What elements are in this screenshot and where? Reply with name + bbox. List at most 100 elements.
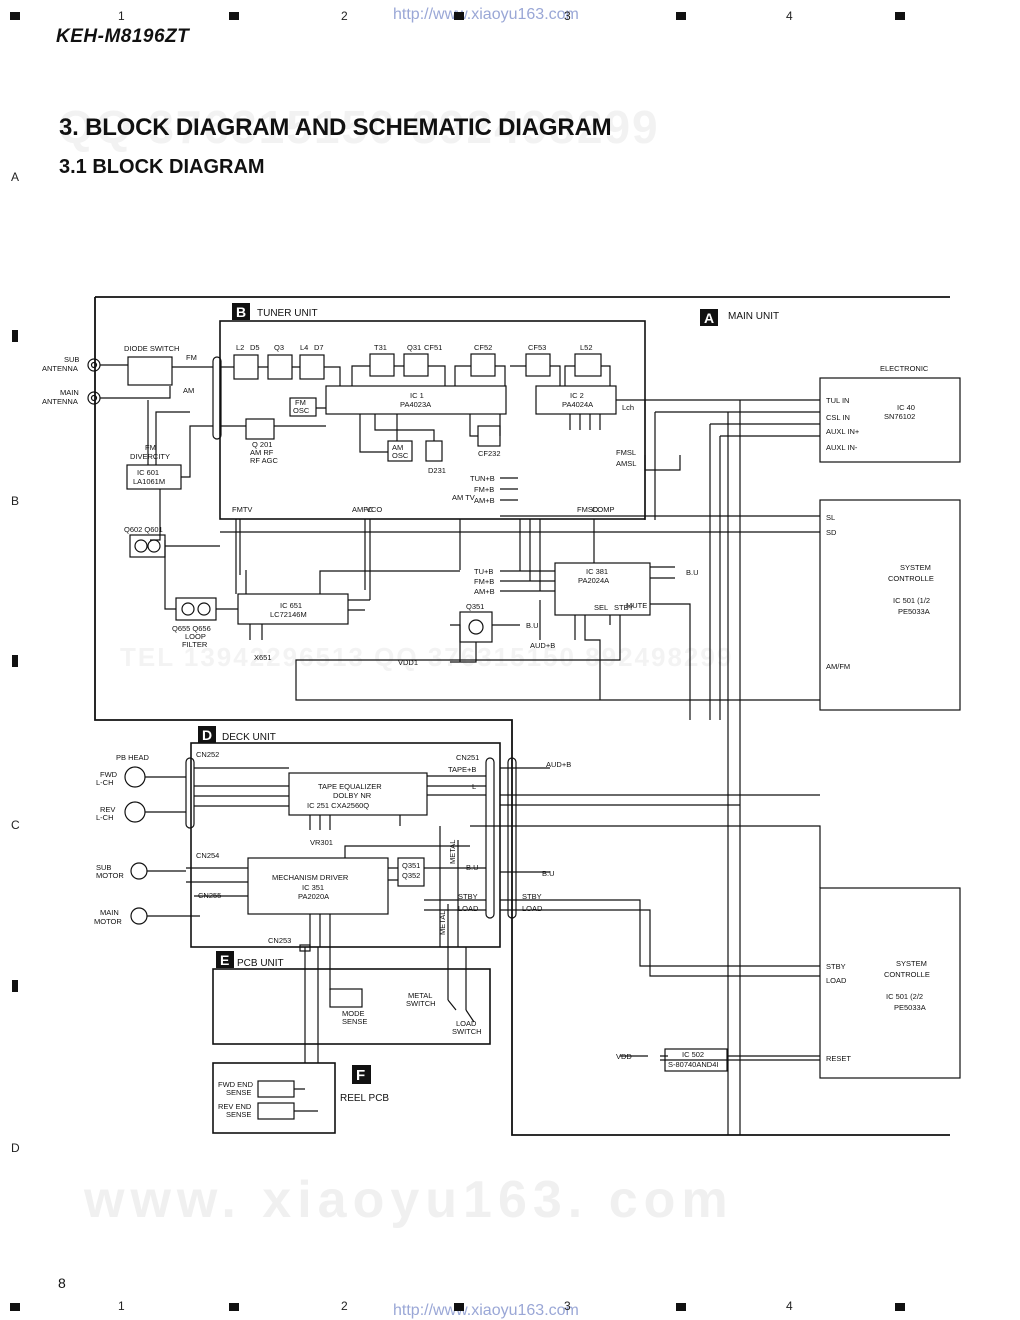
cn255-label: CN255 [198,891,221,900]
sub-motor-label-1: SUB [96,863,111,872]
fmtv-signal: FMTV [232,505,252,514]
deck-unit-box [190,742,501,948]
d231-label: D231 [428,466,446,475]
tuner-unit-label: TUNER UNIT [257,308,318,319]
aud-b-signal-tuner: AUD+B [530,641,555,650]
comp-signal: COMP [592,505,615,514]
sys-ctrl-2-line-1: SYSTEM [896,959,927,968]
l4-label: L4 [300,343,308,352]
ruler-mark [229,1303,239,1311]
mech-driver-label-2: IC 351 [302,883,324,892]
col-number-3-bottom: 3 [564,1299,571,1313]
tape-eq-label-2: DOLBY NR [333,791,372,800]
sys-ctrl-1-line-2: CONTROLLE [888,574,934,583]
csl-in-signal: CSL IN [826,413,850,422]
metal-switch-label-1: METAL [408,991,432,1000]
amfm-signal: AM/FM [826,662,850,671]
metal-signal-deck: METAL [448,840,457,864]
mode-sense-label-2: SENSE [342,1017,367,1026]
ic651-label-1: IC 651 [280,601,302,610]
load-signal-deck: LOAD [458,904,479,913]
tuner-unit-letter: B [236,304,246,320]
pcb-unit-box [212,968,491,1045]
fm-b2-signal: FM+B [474,577,494,586]
metal-signal-pcb: METAL [438,911,447,935]
sub-antenna-jack [87,358,101,372]
l52-label: L52 [580,343,593,352]
load-signal-main: LOAD [826,976,847,985]
model-name: KEH-M8196ZT [56,26,190,47]
l2-label: L2 [236,343,244,352]
stby-signal-main-line: STBY [522,892,542,901]
ic40-label-2: SN76102 [884,412,915,421]
sys-ctrl-1-line-3: IC 501 (1/2 [893,596,930,605]
tape-eq-box [288,772,428,816]
fwd-label-2: L-CH [96,778,114,787]
q351-deck-label-2: Q352 [402,871,420,880]
pcb-unit-label: PCB UNIT [237,958,284,969]
row-letter-c: C [11,818,20,832]
fwd-end-label-1: FWD END [218,1080,254,1089]
fm-signal: FM [186,353,197,362]
vdd1-label: VDD1 [398,658,418,667]
amsl-signal: AMSL [616,459,636,468]
q351-tuner-box [459,611,493,643]
pcb-unit-letter: E [220,952,229,968]
lch-signal: Lch [622,403,634,412]
vr301-label: VR301 [310,838,333,847]
ic2-label-1: IC 2 [570,391,584,400]
ic651-label-2: LC72146M [270,610,307,619]
vdd-label: VDD [616,1052,632,1061]
cf51-label: CF51 [424,343,442,352]
col-number-1-bottom: 1 [118,1299,125,1313]
mute-signal: MUTE [626,601,647,610]
d5-label: D5 [250,343,260,352]
diode-switch-box [127,356,173,386]
q655-label-3: FILTER [182,640,208,649]
mode-sense-label-1: MODE [342,1009,365,1018]
ic1-label-2: PA4023A [400,400,431,409]
col-number-2-bottom: 2 [341,1299,348,1313]
fm-diversity-2: DIVERCITY [130,452,170,461]
page-title: 3. BLOCK DIAGRAM AND SCHEMATIC DIAGRAM [59,114,612,141]
fm-diversity-1: FM [145,443,156,452]
cf53-label: CF53 [528,343,546,352]
col-number-3: 3 [564,9,571,23]
sys-ctrl-1-line-4: PE5033A [898,607,930,616]
main-unit-letter: A [704,310,714,326]
sub-antenna-label-1: SUB [64,355,79,364]
cf52-label: CF52 [474,343,492,352]
q351-tuner-label: Q351 [466,602,484,611]
ic1-box [325,385,507,415]
cn253-label: CN253 [268,936,291,945]
tul-in-signal: TUL IN [826,396,849,405]
reel-pcb-box [212,1062,336,1134]
watermark-phone: QQ 376315150 892498299 [58,101,660,153]
auxl-in-minus-signal: AUXL IN- [826,443,858,452]
tape-eq-label-3: IC 251 CXA2560Q [307,801,369,810]
sys-ctrl-2-line-2: CONTROLLE [884,970,930,979]
rev-end-label-2: SENSE [226,1110,251,1119]
fm-osc-label-2: OSC [293,406,310,415]
am-signal: AM [183,386,194,395]
ruler-mark [676,12,686,20]
sl-signal: SL [826,513,835,522]
bu-signal-main: B.U [542,869,555,878]
ic601-label-2: LA1061M [133,477,165,486]
ruler-mark [454,12,464,20]
tape-b-signal: TAPE+B [448,765,476,774]
rev-label-2: L-CH [96,813,114,822]
mech-driver-label-3: PA2020A [298,892,329,901]
sel-signal: SEL [594,603,608,612]
ruler-mark [10,1303,20,1311]
am-osc-box [387,440,413,462]
q201-label-3: RF AGC [250,456,279,465]
page-subtitle: 3.1 BLOCK DIAGRAM [59,156,265,178]
col-number-2: 2 [341,9,348,23]
watermark-url-bottom: http://www.xiaoyu163.com [393,1302,579,1319]
sys-ctrl-1-line-1: SYSTEM [900,563,931,572]
fwd-label-1: FWD [100,770,118,779]
rev-label-1: REV [100,805,115,814]
diode-switch-label: DIODE SWITCH [124,344,179,353]
